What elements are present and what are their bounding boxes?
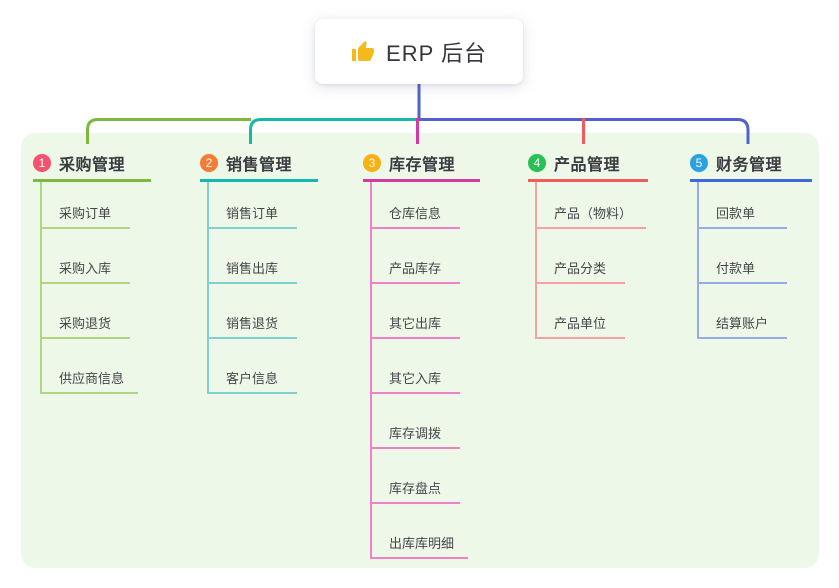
node-stock-detail[interactable]: 出库库明细 xyxy=(372,504,469,559)
node-sales-outbound[interactable]: 销售出库 xyxy=(209,229,297,284)
branch-header-purchase[interactable]: 1 采购管理 xyxy=(33,150,151,182)
node-sales-order[interactable]: 销售订单 xyxy=(209,182,297,229)
node-receipt-bill[interactable]: 回款单 xyxy=(699,182,787,229)
node-other-inbound[interactable]: 其它入库 xyxy=(372,339,460,394)
node-product-stock[interactable]: 产品库存 xyxy=(372,229,460,284)
branch-header-sales[interactable]: 2 销售管理 xyxy=(200,150,318,182)
branch-children: 回款单 付款单 结算账户 xyxy=(697,182,812,339)
node-product-category[interactable]: 产品分类 xyxy=(537,229,625,284)
node-payment-bill[interactable]: 付款单 xyxy=(699,229,787,284)
mindmap-background-panel xyxy=(21,133,819,568)
branch-purchase-management: 1 采购管理 采购订单 采购入库 采购退货 供应商信息 xyxy=(33,150,151,394)
node-other-outbound[interactable]: 其它出库 xyxy=(372,284,460,339)
node-stock-taking[interactable]: 库存盘点 xyxy=(372,449,460,504)
node-supplier-info[interactable]: 供应商信息 xyxy=(42,339,139,394)
badge-3: 3 xyxy=(363,154,381,172)
root-node-erp-backend[interactable]: ERP 后台 xyxy=(315,19,523,84)
branch-label: 销售管理 xyxy=(226,157,293,174)
badge-4: 4 xyxy=(528,154,546,172)
node-warehouse-info[interactable]: 仓库信息 xyxy=(372,182,460,229)
node-customer-info[interactable]: 客户信息 xyxy=(209,339,297,394)
root-node-label: ERP 后台 xyxy=(386,40,487,66)
node-settlement-account[interactable]: 结算账户 xyxy=(699,284,787,339)
branch-children: 销售订单 销售出库 销售退货 客户信息 xyxy=(207,182,318,394)
badge-1: 1 xyxy=(33,154,51,172)
branch-label: 产品管理 xyxy=(554,157,621,174)
node-purchase-return[interactable]: 采购退货 xyxy=(42,284,130,339)
branch-header-inventory[interactable]: 3 库存管理 xyxy=(363,150,480,182)
node-stock-transfer[interactable]: 库存调拨 xyxy=(372,394,460,449)
branch-inventory-management: 3 库存管理 仓库信息 产品库存 其它出库 其它入库 库存调拨 库存盘点 出库库… xyxy=(363,150,480,559)
node-product-unit[interactable]: 产品单位 xyxy=(537,284,625,339)
branch-header-product[interactable]: 4 产品管理 xyxy=(528,150,648,182)
node-purchase-order[interactable]: 采购订单 xyxy=(42,182,130,229)
branch-label: 财务管理 xyxy=(716,157,783,174)
badge-5: 5 xyxy=(690,154,708,172)
branch-label: 采购管理 xyxy=(59,157,126,174)
branch-product-management: 4 产品管理 产品（物料） 产品分类 产品单位 xyxy=(528,150,648,339)
node-sales-return[interactable]: 销售退货 xyxy=(209,284,297,339)
node-product-material[interactable]: 产品（物料） xyxy=(537,182,647,229)
branch-children: 产品（物料） 产品分类 产品单位 xyxy=(535,182,648,339)
branch-sales-management: 2 销售管理 销售订单 销售出库 销售退货 客户信息 xyxy=(200,150,318,394)
branch-label: 库存管理 xyxy=(389,157,456,174)
branch-header-finance[interactable]: 5 财务管理 xyxy=(690,150,812,182)
thumbs-up-icon xyxy=(352,40,375,61)
branch-finance-management: 5 财务管理 回款单 付款单 结算账户 xyxy=(690,150,812,339)
branch-children: 仓库信息 产品库存 其它出库 其它入库 库存调拨 库存盘点 出库库明细 xyxy=(370,182,480,559)
badge-2: 2 xyxy=(200,154,218,172)
branch-children: 采购订单 采购入库 采购退货 供应商信息 xyxy=(40,182,151,394)
node-purchase-inbound[interactable]: 采购入库 xyxy=(42,229,130,284)
